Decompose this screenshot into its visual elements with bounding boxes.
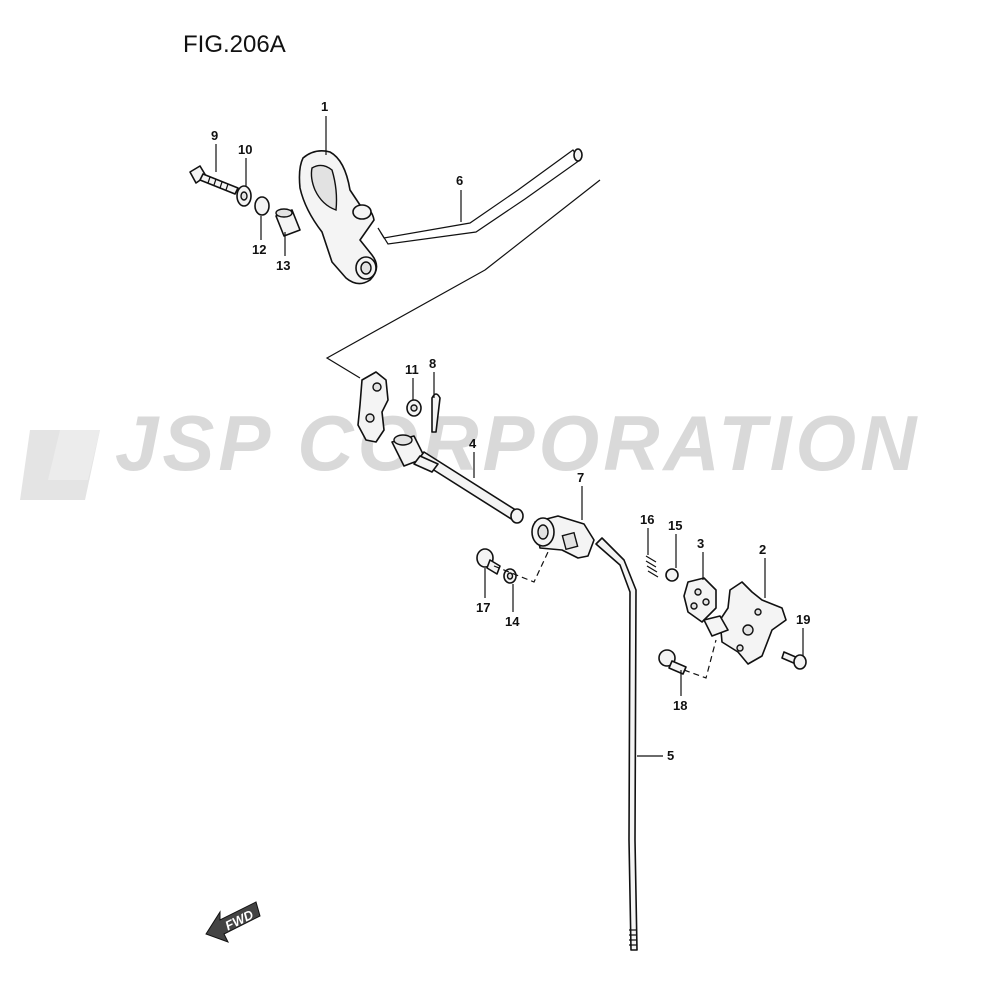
part-15-ball [665, 568, 679, 582]
part-18-bolt [658, 649, 687, 675]
part-11-washer [406, 399, 422, 417]
connector-line [325, 179, 601, 379]
part-1-lever [298, 150, 378, 285]
callout-2: 2 [759, 542, 766, 557]
shaft-4-bracket [357, 371, 389, 443]
callout-11: 11 [405, 362, 419, 377]
callout-1: 1 [321, 99, 328, 114]
callout-6: 6 [456, 173, 463, 188]
part-2-bracket [703, 581, 787, 665]
part-13-bushing [275, 208, 301, 237]
part-5-rod [595, 537, 638, 951]
part-10-washer [236, 185, 252, 207]
callout-14: 14 [505, 614, 520, 629]
callout-3: 3 [697, 536, 704, 551]
part-4-shaft [391, 434, 524, 524]
assembly-dashline-1 [493, 551, 549, 583]
callout-4: 4 [469, 436, 477, 451]
part-7-joint [531, 515, 595, 559]
callout-7: 7 [577, 470, 584, 485]
callout-13: 13 [276, 258, 290, 273]
part-3-cam-plate [683, 577, 717, 623]
callout-9: 9 [211, 128, 218, 143]
callout-8: 8 [429, 356, 436, 371]
part-9-bolt [189, 165, 239, 195]
leader-lines [215, 116, 804, 757]
watermark: JSP CORPORATION [20, 399, 920, 500]
part-14-washer [503, 568, 517, 584]
assembly-dashline-2 [683, 639, 717, 679]
callout-12: 12 [252, 242, 266, 257]
callout-17: 17 [476, 600, 490, 615]
callout-18: 18 [673, 698, 687, 713]
callout-5: 5 [667, 748, 674, 763]
part-12-ring [254, 196, 270, 216]
callout-10: 10 [238, 142, 252, 157]
part-19-screw [781, 651, 807, 670]
fwd-arrow-icon: FWD [205, 901, 261, 943]
part-6-rod [377, 148, 583, 245]
callout-15: 15 [668, 518, 682, 533]
watermark-text: JSP CORPORATION [115, 399, 920, 487]
part-16-spring [645, 555, 659, 578]
callout-16: 16 [640, 512, 654, 527]
part-8-cotter-pin [431, 393, 441, 433]
figure-title: FIG.206A [183, 31, 286, 58]
callout-19: 19 [796, 612, 810, 627]
part-17-bolt [476, 548, 501, 575]
